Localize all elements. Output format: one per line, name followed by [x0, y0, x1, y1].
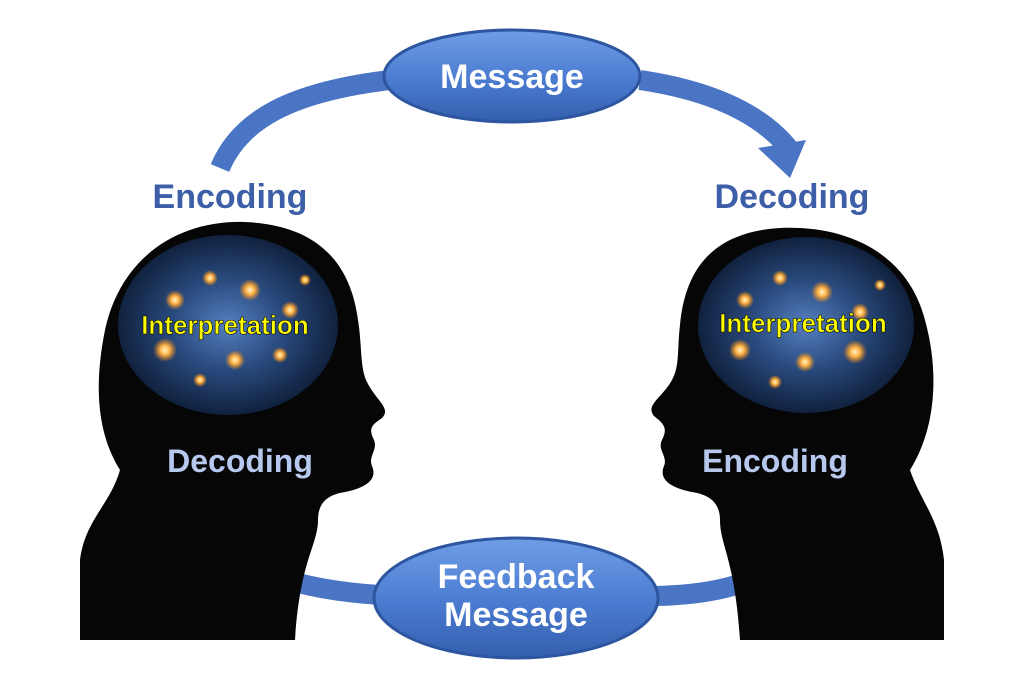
- sender-interpretation-label: Interpretation: [141, 310, 309, 340]
- message-label: Message: [440, 58, 584, 96]
- receiver-decoding-label: Decoding: [715, 178, 870, 216]
- sender-head: [80, 221, 386, 640]
- message-node: Message: [382, 28, 642, 124]
- brain-sparks: [729, 270, 886, 389]
- receiver-interpretation-label: Interpretation: [719, 308, 887, 338]
- sender-decoding-label: Decoding: [167, 443, 313, 479]
- feedback-node: Feedback Message: [372, 536, 660, 660]
- sender-encoding-label: Encoding: [153, 178, 308, 216]
- receiver-encoding-label: Encoding: [702, 443, 848, 479]
- message-flow-arrow: [210, 70, 798, 173]
- message-arrowhead: [758, 140, 806, 178]
- feedback-label-line1: Feedback: [438, 558, 595, 596]
- brain-icon: [118, 235, 338, 415]
- brain-sparks: [153, 270, 311, 387]
- feedback-label-line2: Message: [444, 596, 588, 634]
- receiver-head: [651, 227, 944, 640]
- brain-icon: [698, 237, 914, 413]
